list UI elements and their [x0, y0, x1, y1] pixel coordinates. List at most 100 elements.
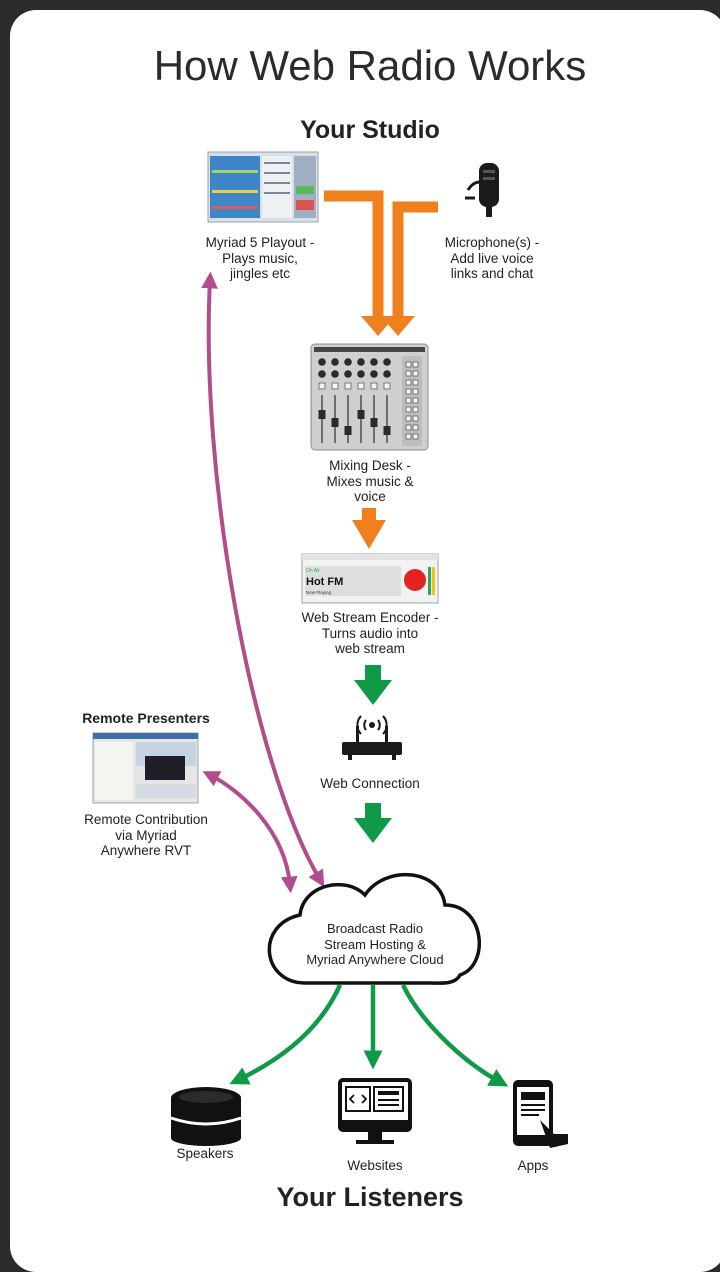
- speakers-line-1: Speakers: [176, 1146, 234, 1161]
- mixing-desk-line-2: Mixes music &: [326, 473, 414, 489]
- mixer-button: [405, 361, 412, 368]
- remote-label: Remote Contribution via Myriad Anywhere …: [66, 812, 226, 859]
- playout-line-1: Myriad 5 Playout -: [205, 235, 315, 250]
- cloud-label: Broadcast Radio Stream Hosting & Myriad …: [290, 921, 460, 968]
- mixer-knob: [344, 370, 352, 378]
- mixer-knob: [318, 358, 326, 366]
- mixer-button: [412, 415, 419, 422]
- mixer-fader-cap: [318, 410, 326, 419]
- green-arrows-to-outputs: [229, 984, 509, 1087]
- mixer-knob: [370, 370, 378, 378]
- router-icon: [342, 715, 402, 760]
- mixer-button: [412, 388, 419, 395]
- encoder-station-text: Hot FM: [306, 576, 343, 588]
- mixer-button: [331, 382, 339, 390]
- websites-label: Websites: [320, 1158, 430, 1174]
- mixer-button: [383, 382, 391, 390]
- monitor-code-icon: [338, 1078, 412, 1144]
- encoder-now-playing-text: Now Playing: [306, 590, 332, 595]
- playout-line-3: jingles etc: [229, 266, 291, 281]
- mixer-button: [405, 370, 412, 377]
- mixer-button: [357, 382, 365, 390]
- mixer-button: [412, 433, 419, 440]
- mixer-knob: [357, 370, 365, 378]
- microphone-line-2: Add live voice: [450, 250, 534, 266]
- mixer-knob: [383, 358, 391, 366]
- mixer-button: [405, 406, 412, 413]
- encoder-line-2: Turns audio into: [321, 625, 419, 641]
- remote-line-2: via Myriad: [115, 827, 177, 843]
- mixer-button: [318, 382, 326, 390]
- mixer-knob: [370, 358, 378, 366]
- remote-line-3: Anywhere RVT: [100, 843, 192, 858]
- phone-app-icon: [513, 1080, 568, 1148]
- mixer-button: [405, 397, 412, 404]
- mixer-knob: [331, 370, 339, 378]
- encoder-line-1: Web Stream Encoder -: [301, 610, 439, 625]
- cloud-line-1: Broadcast Radio: [326, 921, 424, 936]
- orange-arrow-to-encoder: [352, 508, 386, 549]
- mixer-button: [412, 379, 419, 386]
- mixer-button: [370, 382, 378, 390]
- mixing-desk-line-1: Mixing Desk -: [329, 458, 411, 473]
- encoder-window-icon: On Air Hot FM Now Playing: [301, 553, 439, 604]
- mixer-button: [412, 424, 419, 431]
- apps-label: Apps: [478, 1158, 588, 1174]
- microphone-line-1: Microphone(s) -: [444, 235, 540, 250]
- cloud-line-2: Stream Hosting &: [324, 936, 426, 952]
- websites-line-1: Websites: [347, 1158, 403, 1173]
- remote-presenters-title: Remote Presenters: [82, 710, 210, 726]
- microphone-icon: [465, 163, 499, 217]
- mixer-button: [412, 397, 419, 404]
- playout-label: Myriad 5 Playout - Plays music, jingles …: [180, 235, 340, 282]
- mixer-button: [405, 379, 412, 386]
- mixer-knob: [344, 358, 352, 366]
- mixer-button: [344, 382, 352, 390]
- web-connection-line-1: Web Connection: [320, 776, 420, 791]
- cloud-line-3: Myriad Anywhere Cloud: [306, 952, 444, 967]
- apps-line-1: Apps: [517, 1158, 549, 1173]
- encoder-label: Web Stream Encoder - Turns audio into we…: [280, 610, 460, 657]
- orange-merge-arrow: [324, 190, 438, 336]
- mixer-button: [405, 424, 412, 431]
- speakers-label: Speakers: [150, 1146, 260, 1162]
- encoder-line-3: web stream: [335, 641, 405, 656]
- mixer-fader-cap: [344, 426, 352, 435]
- mixer-fader-cap: [357, 410, 365, 419]
- green-arrow-to-router: [354, 665, 392, 705]
- smart-speaker-icon: [170, 1087, 242, 1146]
- remote-software-icon: [92, 732, 199, 804]
- mixer-button: [412, 361, 419, 368]
- mixer-button: [412, 370, 419, 377]
- mixer-fader-track: [347, 395, 349, 443]
- cloud-icon: [267, 873, 482, 985]
- mixer-button: [412, 406, 419, 413]
- mixing-desk-line-3: voice: [354, 489, 386, 504]
- mixer-knob: [331, 358, 339, 366]
- mixing-desk-label: Mixing Desk - Mixes music & voice: [290, 458, 450, 505]
- microphone-label: Microphone(s) - Add live voice links and…: [412, 235, 572, 282]
- purple-arrows: [201, 271, 325, 894]
- playout-line-2: Plays music,: [222, 250, 298, 266]
- encoder-on-air-text: On Air: [306, 568, 320, 574]
- web-connection-label: Web Connection: [290, 776, 450, 792]
- mixer-knob: [357, 358, 365, 366]
- mixer-fader-cap: [370, 418, 378, 427]
- page-title: How Web Radio Works: [153, 42, 587, 89]
- software-screenshot-icon: [207, 151, 319, 223]
- mixer-button: [405, 415, 412, 422]
- listeners-heading: Your Listeners: [276, 1182, 464, 1212]
- mixer-knob: [383, 370, 391, 378]
- mixer-fader-cap: [331, 418, 339, 427]
- mixer-knob: [318, 370, 326, 378]
- studio-heading: Your Studio: [300, 116, 440, 144]
- green-arrow-to-cloud: [354, 803, 392, 843]
- mixing-desk-icon: [310, 343, 429, 451]
- mixer-button: [405, 388, 412, 395]
- mixer-button: [405, 433, 412, 440]
- remote-line-1: Remote Contribution: [84, 812, 208, 827]
- microphone-line-3: links and chat: [450, 266, 534, 281]
- mixer-fader-cap: [383, 426, 391, 435]
- mixer-fader-track: [386, 395, 388, 443]
